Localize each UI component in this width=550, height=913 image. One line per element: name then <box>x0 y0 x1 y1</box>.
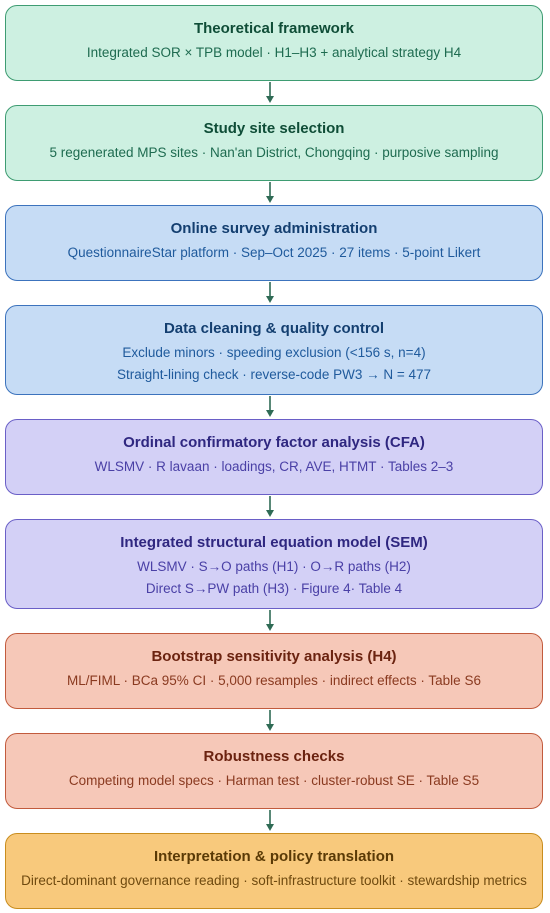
step-interpretation: Interpretation & policy translation Dire… <box>5 833 543 909</box>
flow-arrow <box>265 82 275 104</box>
step-sem: Integrated structural equation model (SE… <box>5 519 543 609</box>
step-title: Theoretical framework <box>193 20 355 37</box>
flow-arrow <box>265 282 275 304</box>
step-title: Data cleaning & quality control <box>163 320 385 337</box>
step-theoretical-framework: Theoretical framework Integrated SOR × T… <box>5 5 543 81</box>
step-robustness: Robustness checks Competing model specs … <box>5 733 543 809</box>
step-detail: WLSMV · S→O paths (H1) · O→R paths (H2) <box>137 559 411 574</box>
flow-arrow <box>265 182 275 204</box>
step-title: Integrated structural equation model (SE… <box>120 534 428 551</box>
flow-arrow <box>265 396 275 418</box>
flow-arrow <box>265 810 275 832</box>
step-title: Robustness checks <box>203 748 345 765</box>
step-detail: WLSMV · R lavaan · loadings, CR, AVE, HT… <box>94 459 454 474</box>
step-online-survey: Online survey administration Questionnai… <box>5 205 543 281</box>
step-detail: Exclude minors · speeding exclusion (<15… <box>122 345 426 360</box>
flow-arrow <box>265 610 275 632</box>
step-detail: Competing model specs · Harman test · cl… <box>68 773 480 788</box>
step-title: Study site selection <box>203 120 345 137</box>
step-title: Ordinal confirmatory factor analysis (CF… <box>123 434 425 451</box>
step-title: Interpretation & policy translation <box>153 848 395 865</box>
flow-arrow <box>265 496 275 518</box>
step-detail: Straight-lining check · reverse-code PW3… <box>116 367 431 382</box>
step-detail: 5 regenerated MPS sites · Nan'an Distric… <box>49 145 499 160</box>
step-detail: Direct S→PW path (H3) · Figure 4· Table … <box>145 581 403 596</box>
step-detail: QuestionnaireStar platform · Sep–Oct 202… <box>67 245 481 260</box>
step-study-site-selection: Study site selection 5 regenerated MPS s… <box>5 105 543 181</box>
step-cfa: Ordinal confirmatory factor analysis (CF… <box>5 419 543 495</box>
flow-arrow <box>265 710 275 732</box>
step-title: Bootstrap sensitivity analysis (H4) <box>151 648 397 665</box>
step-bootstrap: Bootstrap sensitivity analysis (H4) ML/F… <box>5 633 543 709</box>
step-data-cleaning: Data cleaning & quality control Exclude … <box>5 305 543 395</box>
step-title: Online survey administration <box>170 220 378 237</box>
step-detail: Direct-dominant governance reading · sof… <box>21 873 527 888</box>
step-detail: Integrated SOR × TPB model · H1–H3 + ana… <box>86 45 462 60</box>
step-detail: ML/FIML · BCa 95% CI · 5,000 resamples ·… <box>67 673 481 688</box>
